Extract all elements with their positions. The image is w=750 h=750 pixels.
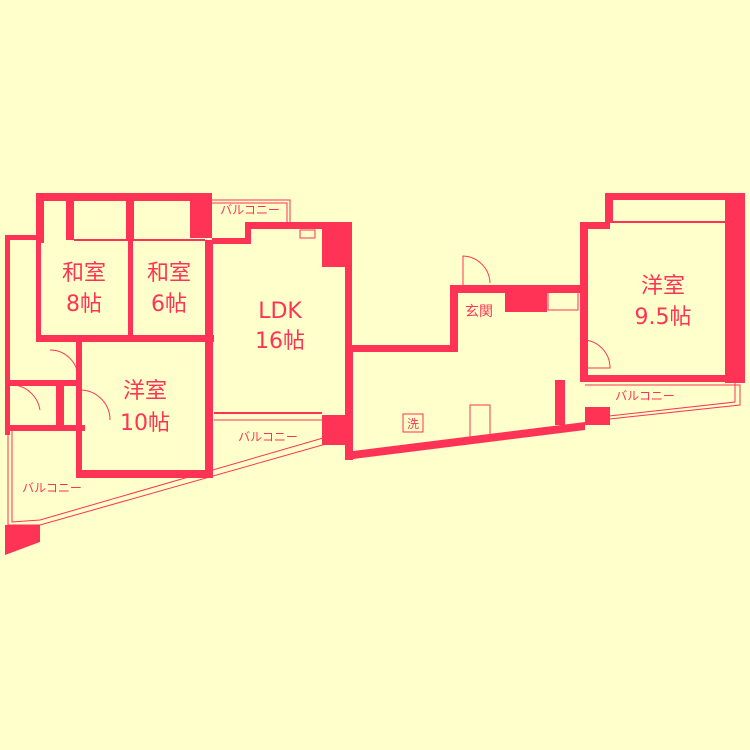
room-washitsu-6: 和室 6帖 (147, 261, 191, 317)
room-name: 洋室 (123, 379, 167, 404)
genkan-label: 玄関 (465, 303, 493, 320)
room-yoshitsu-10: 洋室 10帖 (120, 379, 170, 436)
room-name: 和室 (62, 261, 106, 286)
balcony-label-right: バルコニー (615, 389, 675, 403)
room-size: 16帖 (255, 329, 305, 354)
room-size: 10帖 (120, 411, 170, 436)
balcony-label-left: バルコニー (22, 481, 82, 495)
room-size: 6帖 (151, 292, 187, 317)
washer-box (402, 413, 424, 433)
room-ldk: LDK 16帖 (255, 299, 305, 354)
room-name: 和室 (147, 261, 191, 286)
room-name: 洋室 (641, 274, 685, 299)
room-yoshitsu-9-5: 洋室 9.5帖 (635, 274, 692, 330)
washer-label: 洗 (407, 417, 419, 431)
room-size: 9.5帖 (635, 305, 692, 330)
room-size: 8帖 (66, 292, 102, 317)
windows (14, 221, 725, 441)
balcony-label-top: バルコニー (220, 203, 280, 217)
walls (5, 193, 745, 555)
balcony-label-ldk: バルコニー (238, 430, 298, 444)
room-washitsu-8: 和室 8帖 (62, 261, 106, 317)
room-name: LDK (258, 299, 302, 324)
